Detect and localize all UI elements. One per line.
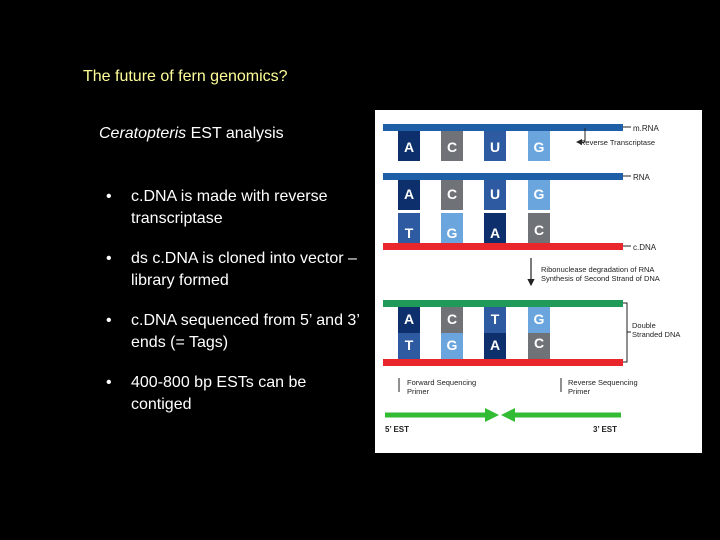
base-block <box>398 333 420 359</box>
bullet-item: • 400-800 bp ESTs can be contiged <box>106 372 362 416</box>
base-letter: G <box>534 186 545 202</box>
label-cdna: c.DNA <box>633 243 657 252</box>
dna-bottom-strand <box>383 359 623 366</box>
est-diagram: m.RNA A C U G Reverse Transcriptase RNA … <box>375 110 702 453</box>
bullet-symbol: • <box>106 374 112 391</box>
base-block <box>441 131 463 161</box>
cdna-strand <box>383 243 623 250</box>
bullet-list: • c.DNA is made with reverse transcriptas… <box>106 186 362 434</box>
base-block <box>484 333 506 359</box>
bullet-text: c.DNA sequenced from 5’ and 3’ ends (= T… <box>131 312 360 351</box>
base-block <box>441 213 463 243</box>
base-block <box>528 180 550 210</box>
bullet-symbol: • <box>106 188 112 205</box>
label-forward-primer-1: Forward Sequencing <box>407 378 476 387</box>
base-letter: G <box>534 139 545 155</box>
base-block <box>398 180 420 210</box>
mrna-strand <box>383 124 623 131</box>
label-3-est: 3’ EST <box>593 425 617 434</box>
double-stranded-bracket <box>623 302 628 363</box>
base-letter: C <box>534 222 544 238</box>
base-letter: C <box>447 311 457 327</box>
bullet-item: • c.DNA sequenced from 5’ and 3’ ends (= … <box>106 310 362 354</box>
base-letter: G <box>534 311 545 327</box>
base-letter: A <box>490 225 500 241</box>
label-reverse-primer-1: Reverse Sequencing <box>568 378 638 387</box>
label-double-1: Double <box>632 321 656 330</box>
label-double-2: Stranded DNA <box>632 330 680 339</box>
bullet-text: 400-800 bp ESTs can be contiged <box>131 374 307 413</box>
base-letter: U <box>490 186 500 202</box>
base-block <box>528 131 550 161</box>
bullet-symbol: • <box>106 250 112 267</box>
subtitle-species: Ceratopteris <box>99 125 187 142</box>
bullet-item: • c.DNA is made with reverse transcriptas… <box>106 186 362 230</box>
row2-top-bases: A C U G <box>398 180 550 210</box>
est-5-arrowhead <box>485 408 499 422</box>
base-letter: A <box>404 311 414 327</box>
row3-bottom-bases: T G A C <box>398 333 550 359</box>
label-degradation-1: Ribonuclease degradation of RNA <box>541 265 654 274</box>
bullet-item: • ds c.DNA is cloned into vector – librar… <box>106 248 362 292</box>
rna-strand <box>383 173 623 180</box>
base-block <box>528 333 550 359</box>
label-5-est: 5’ EST <box>385 425 409 434</box>
base-block <box>484 131 506 161</box>
base-letter: U <box>490 139 500 155</box>
base-block <box>398 213 420 243</box>
row1-bases: A C U G <box>398 131 550 161</box>
base-block <box>484 180 506 210</box>
label-reverse-primer-2: Primer <box>568 387 591 396</box>
base-block <box>441 307 463 333</box>
base-block <box>528 307 550 333</box>
label-forward-primer-2: Primer <box>407 387 430 396</box>
est-diagram-svg: m.RNA A C U G Reverse Transcriptase RNA … <box>383 124 680 434</box>
label-mrna: m.RNA <box>633 124 659 133</box>
base-block <box>398 307 420 333</box>
base-block <box>528 213 550 243</box>
base-letter: A <box>404 186 414 202</box>
base-block <box>441 180 463 210</box>
slide-subtitle: Ceratopteris EST analysis <box>99 125 284 143</box>
bullet-text: c.DNA is made with reverse transcriptase <box>131 188 328 227</box>
label-rna: RNA <box>633 173 651 182</box>
base-block <box>484 307 506 333</box>
base-block <box>484 213 506 243</box>
base-letter: C <box>447 139 457 155</box>
base-letter: A <box>490 337 500 353</box>
base-letter: T <box>405 225 414 241</box>
dna-top-strand <box>383 300 623 307</box>
base-letter: T <box>405 337 414 353</box>
slide-title: The future of fern genomics? <box>83 68 288 85</box>
base-block <box>398 131 420 161</box>
base-letter: C <box>447 186 457 202</box>
base-letter: G <box>447 225 458 241</box>
reverse-transcriptase-arrow <box>576 128 586 145</box>
row2-bottom-bases: T G A C <box>398 213 550 243</box>
base-letter: G <box>447 337 458 353</box>
base-letter: A <box>404 139 414 155</box>
label-degradation-2: Synthesis of Second Strand of DNA <box>541 274 660 283</box>
base-block <box>441 333 463 359</box>
est-3-arrowhead <box>501 408 515 422</box>
base-letter: T <box>491 311 500 327</box>
bullet-symbol: • <box>106 312 112 329</box>
row3-top-bases: A C T G <box>398 307 550 333</box>
label-reverse-transcriptase: Reverse Transcriptase <box>580 138 655 147</box>
subtitle-text: EST analysis <box>186 125 284 142</box>
base-letter: C <box>534 335 544 351</box>
bullet-text: ds c.DNA is cloned into vector – library… <box>131 250 357 289</box>
